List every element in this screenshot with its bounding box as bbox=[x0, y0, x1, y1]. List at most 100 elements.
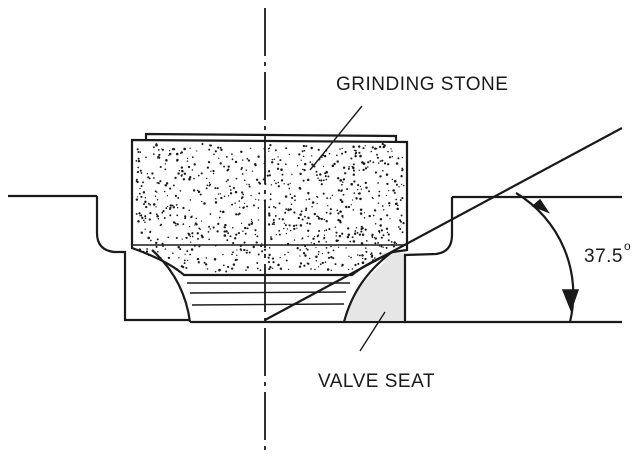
stipple-dot bbox=[155, 241, 158, 245]
stipple-dot bbox=[208, 225, 211, 228]
stipple-dot bbox=[257, 199, 260, 201]
stipple-dot bbox=[188, 175, 192, 179]
stipple-dot bbox=[187, 165, 191, 169]
stipple-dot bbox=[197, 174, 200, 177]
stipple-dot bbox=[342, 193, 345, 196]
stipple-dot bbox=[362, 162, 366, 165]
stipple-dot bbox=[268, 212, 271, 215]
stipple-dot bbox=[256, 235, 259, 238]
stipple-dot bbox=[291, 196, 294, 199]
stipple-dot bbox=[313, 242, 316, 245]
stipple-dot bbox=[135, 180, 138, 183]
stipple-dot bbox=[395, 162, 399, 165]
stipple-dot bbox=[307, 191, 310, 195]
stipple-dot bbox=[315, 247, 317, 249]
stipple-dot bbox=[219, 147, 222, 149]
stipple-dot bbox=[340, 189, 343, 193]
stipple-dot bbox=[159, 180, 162, 183]
stipple-dot bbox=[172, 252, 174, 254]
stipple-dot bbox=[236, 249, 238, 251]
stipple-dot bbox=[275, 233, 277, 236]
stipple-dot bbox=[304, 245, 307, 248]
stipple-dot bbox=[139, 151, 142, 153]
stipple-dot bbox=[244, 232, 247, 235]
stipple-dot bbox=[288, 187, 291, 190]
stipple-dot bbox=[245, 269, 247, 271]
stipple-dot bbox=[360, 225, 363, 228]
stipple-dot bbox=[148, 177, 151, 180]
stipple-dot bbox=[315, 170, 318, 173]
arrowhead-bottom bbox=[561, 289, 580, 313]
stipple-dot bbox=[380, 236, 383, 239]
stipple-dot bbox=[354, 230, 357, 232]
stipple-dot bbox=[240, 166, 243, 170]
stipple-dot bbox=[163, 217, 166, 219]
stipple-dot bbox=[296, 165, 299, 167]
stipple-dot bbox=[157, 149, 160, 151]
stipple-dot bbox=[325, 247, 328, 249]
stipple-dot bbox=[193, 177, 195, 180]
stipple-dot bbox=[310, 146, 313, 150]
stipple-dot bbox=[339, 148, 341, 150]
stipple-dot bbox=[285, 208, 288, 211]
stipple-dot bbox=[185, 267, 188, 269]
stipple-dot bbox=[261, 250, 264, 253]
stipple-dot bbox=[245, 169, 248, 171]
stipple-dot bbox=[293, 227, 296, 231]
stipple-dot bbox=[397, 204, 399, 207]
stipple-dot bbox=[188, 225, 191, 228]
stipple-dot bbox=[182, 206, 185, 210]
stipple-dot bbox=[360, 228, 362, 231]
stipple-dot bbox=[139, 169, 142, 172]
stipple-dot bbox=[259, 269, 262, 272]
stipple-dot bbox=[370, 150, 373, 153]
stipple-dot bbox=[331, 194, 334, 197]
stipple-dot bbox=[327, 251, 330, 254]
stipple-dot bbox=[164, 184, 168, 187]
stipple-dot bbox=[268, 214, 271, 217]
stipple-dot bbox=[138, 248, 142, 251]
stipple-dot bbox=[159, 165, 162, 169]
stipple-dot bbox=[391, 155, 394, 158]
stipple-dot bbox=[169, 214, 172, 217]
stipple-dot bbox=[184, 253, 186, 255]
stipple-dot bbox=[334, 226, 337, 228]
stipple-dot bbox=[386, 182, 389, 185]
stipple-dot bbox=[212, 169, 215, 173]
stipple-dot bbox=[389, 218, 391, 220]
stipple-dot bbox=[209, 183, 212, 186]
stipple-dot bbox=[218, 216, 221, 219]
stipple-dot bbox=[393, 241, 396, 244]
angle-dimension bbox=[515, 192, 580, 323]
stipple-dot bbox=[138, 192, 141, 195]
stipple-dot bbox=[177, 172, 180, 175]
stipple-dot bbox=[379, 160, 382, 162]
stipple-dot bbox=[274, 206, 277, 209]
stipple-dot bbox=[284, 163, 287, 166]
stipple-dot bbox=[326, 197, 329, 200]
stipple-dot bbox=[254, 233, 257, 236]
stipple-dot bbox=[255, 241, 258, 244]
stipple-dot bbox=[322, 165, 325, 168]
stipple-dot bbox=[231, 153, 233, 155]
stipple-dot bbox=[325, 229, 328, 231]
stipple-dot bbox=[358, 169, 360, 171]
stipple-dot bbox=[311, 201, 315, 204]
stipple-dot bbox=[342, 181, 344, 183]
stipple-dot bbox=[212, 172, 215, 175]
stipple-dot bbox=[240, 191, 244, 194]
stipple-dot bbox=[187, 259, 189, 261]
stipple-dot bbox=[250, 220, 253, 223]
stipple-dot bbox=[172, 206, 175, 209]
stipple-dot bbox=[377, 229, 381, 233]
stipple-dot bbox=[150, 239, 152, 242]
stipple-dot bbox=[257, 253, 260, 256]
stipple-dot bbox=[290, 203, 293, 205]
stipple-dot bbox=[371, 234, 374, 237]
stipple-dot bbox=[223, 165, 226, 168]
stipple-dot bbox=[353, 180, 356, 183]
stipple-dot bbox=[163, 190, 166, 193]
stipple-dot bbox=[315, 255, 318, 258]
stipple-dot bbox=[323, 154, 327, 158]
stipple-dot bbox=[273, 158, 276, 161]
